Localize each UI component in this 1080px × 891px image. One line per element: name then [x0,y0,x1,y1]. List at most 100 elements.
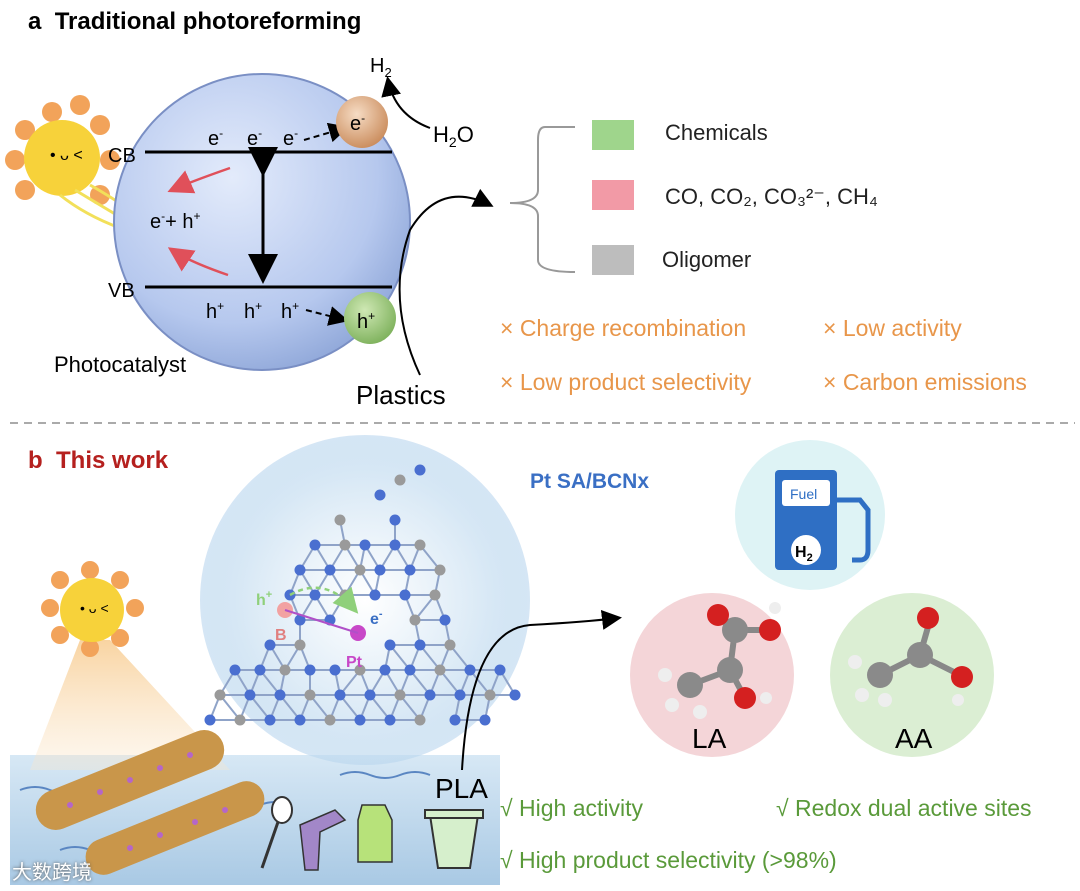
recombination-arrow-down [167,247,229,277]
plastics-label: Plastics [356,380,446,410]
acetic-acid-molecule [848,607,973,707]
la-label: LA [692,723,727,754]
svg-text:e-+ h+: e-+ h+ [150,209,201,233]
recombination-arrow-up [167,166,231,194]
lattice-atom [264,714,276,726]
lattice-atom [309,539,321,551]
svg-text:• ᴗ <: • ᴗ < [80,600,109,616]
lattice-atom [414,464,426,476]
catalyst-glow [200,435,530,765]
panel-a-title: Traditional photoreforming [54,8,362,35]
lattice-atom [294,614,306,626]
drawback-selectivity: × Low product selectivity [500,369,752,395]
lattice-atom [394,689,406,701]
lattice-atom [449,714,461,726]
lattice-atom [369,589,381,601]
panel-a-label: a Traditional photoreforming [28,8,362,35]
legend-label-chemicals: Chemicals [665,120,768,145]
lattice-atom [234,714,246,726]
lattice-atom [354,714,366,726]
drawback-activity: × Low activity [823,315,962,341]
plastics-arrow [398,188,494,376]
drawback-carbon: × Carbon emissions [823,369,1027,395]
lattice-atom [409,614,421,626]
lattice-atom [364,689,376,701]
aa-label: AA [895,723,933,754]
lattice-atom [324,714,336,726]
h2-label-a: H2 [370,55,392,80]
lattice-atom [374,489,386,501]
advantage-dual-sites: √ Redox dual active sites [776,795,1032,821]
cb-label: CB [108,145,136,167]
lattice-atom [294,639,306,651]
lattice-atom [414,539,426,551]
acetic-acid-circle [830,593,994,757]
svg-text:• ᴗ <: • ᴗ < [50,147,83,164]
lattice-atom [304,689,316,701]
catalyst-name: Pt SA/BCNx [530,470,650,493]
lattice-atom [394,474,406,486]
lattice-atom [399,589,411,601]
lattice-atom [354,564,366,576]
legend-swatch-gases [592,180,634,210]
electron-cocatalyst [336,96,388,148]
lattice-atom [244,689,256,701]
lattice-atom [214,689,226,701]
fuel-label: Fuel [790,486,817,502]
boron-label: B [275,627,287,644]
legend-swatch-chemicals [592,120,634,150]
bcnx-lattice [204,464,521,726]
catalyst-nanorods [35,730,265,875]
lactic-acid-molecule [658,602,781,719]
lattice-atom [429,589,441,601]
lattice-atom [434,664,446,676]
product-brace [509,126,576,273]
vb-label: VB [108,280,135,302]
panel-b-title: This work [56,447,169,474]
panel-b-graphic: • ᴗ < h+ e- B Pt Fuel H2 [10,435,994,885]
lattice-atom [494,664,506,676]
lattice-atom [414,714,426,726]
pla-label: PLA [435,773,488,804]
lattice-atom [479,714,491,726]
lattice-atom [304,664,316,676]
fuel-pump-icon [775,470,871,570]
lattice-atom [324,564,336,576]
lattice-atom [379,664,391,676]
hole-cocatalyst [344,292,396,344]
lattice-atom [274,689,286,701]
lattice-atom [434,564,446,576]
lattice-atom [359,539,371,551]
lattice-atom [389,539,401,551]
light-beam [30,640,230,770]
drawback-recombination: × Charge recombination [500,315,747,341]
legend-label-oligomer: Oligomer [662,247,752,272]
lattice-atom [334,689,346,701]
advantage-activity: √ High activity [500,795,643,821]
panel-a-graphic: • ᴗ < CB VB e- e- e- e-+ h+ h+ h+ h+ e- … [5,55,1075,424]
sun-icon-b: • ᴗ < [41,561,144,657]
legend-label-gases: CO, CO₂, CO₃²⁻, CH₄ [665,184,878,209]
lattice-atom [294,714,306,726]
lattice-atom [264,639,276,651]
lattice-atom [334,514,346,526]
advantage-selectivity: √ High product selectivity (>98%) [500,847,837,873]
h2o-label: H2O [433,122,474,150]
lattice-atom [279,664,291,676]
lattice-atom [309,589,321,601]
lattice-atom [329,664,341,676]
lattice-atom [354,664,366,676]
lattice-atom [254,664,266,676]
panel-b-label: b This work [28,447,169,474]
lattice-atom [339,539,351,551]
plastic-waste-icons [260,796,484,871]
lattice-atom [484,689,496,701]
photocatalyst-label: Photocatalyst [54,352,187,377]
lattice-atom [464,664,476,676]
lattice-atom [444,639,456,651]
legend-swatch-oligomer [592,245,634,275]
watermark: 大数跨境 [12,862,92,884]
lattice-atom [384,639,396,651]
sun-icon-a: • ᴗ < [5,95,120,205]
lattice-atom [294,564,306,576]
